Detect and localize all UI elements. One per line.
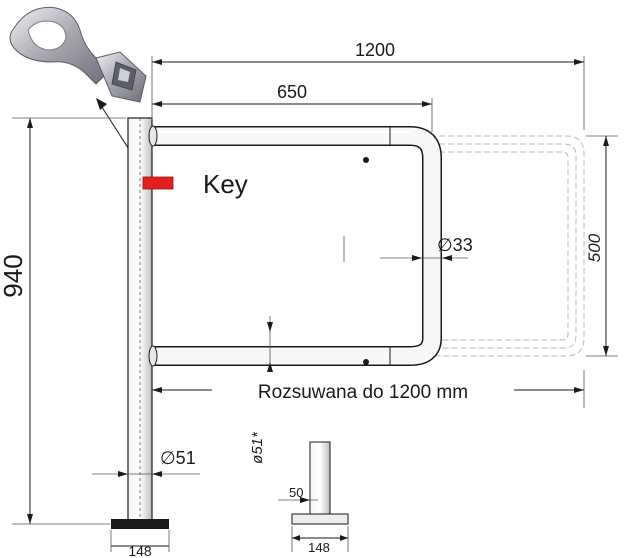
- label-post-diameter-side: ø51*: [249, 431, 266, 464]
- sliding-frame: [148, 125, 442, 367]
- extended-gate-outline: [430, 135, 585, 357]
- label-key: Key: [203, 169, 248, 199]
- base-detail: 50 148: [278, 441, 349, 555]
- dim-post-diameter: ∅51: [92, 448, 200, 477]
- base-plate: [111, 519, 169, 529]
- label-base-height: 50: [289, 485, 303, 500]
- label-width-inner: 650: [277, 82, 307, 102]
- dim-pipe-diameter: ∅33: [380, 235, 473, 261]
- dim-940: 940: [0, 117, 126, 525]
- square-key-icon: [9, 6, 147, 103]
- key-arrowhead-icon: [96, 98, 107, 110]
- label-width-total: 1200: [355, 40, 395, 60]
- label-height: 940: [0, 254, 28, 297]
- label-gate-height: 500: [585, 233, 604, 262]
- dim-500: 500: [585, 135, 618, 357]
- dim-1200: 1200: [151, 40, 585, 130]
- dim-sliding: Rozsuwana do 1200 mm: [152, 370, 585, 408]
- label-base-width: 148: [128, 543, 152, 558]
- dim-650: 650: [152, 82, 433, 132]
- red-lock: [142, 176, 174, 190]
- label-pipe-diameter: ∅33: [437, 235, 473, 255]
- dim-base-width: 148: [110, 530, 170, 558]
- frame-ticks: [267, 236, 345, 372]
- label-sliding: Rozsuwana do 1200 mm: [258, 382, 468, 403]
- label-base-width-detail: 148: [308, 540, 330, 555]
- label-post-diameter: ∅51: [160, 448, 196, 468]
